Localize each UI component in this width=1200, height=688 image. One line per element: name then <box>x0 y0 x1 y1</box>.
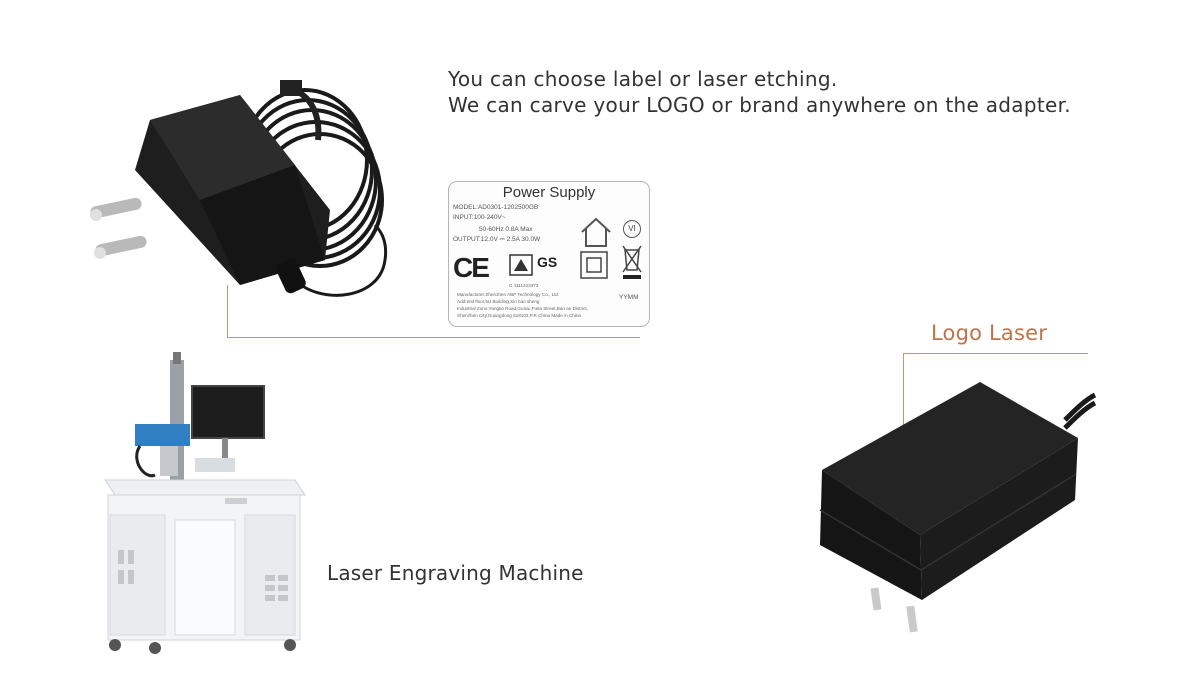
logo-connector-horizontal <box>903 353 1088 354</box>
gs-mark-icon: GS <box>537 254 558 270</box>
laser-machine-image <box>104 352 306 654</box>
safety-mark-icon <box>509 254 533 276</box>
weee-bin-icon <box>622 245 642 279</box>
headline-line-1: You can choose label or laser etching. <box>448 67 838 91</box>
logo-laser-caption: Logo Laser <box>931 321 1048 345</box>
label-model: MODEL:AD0301-1202500GB <box>453 204 539 211</box>
ce-mark-icon: CE <box>453 252 490 283</box>
wall-adapter-image <box>90 80 388 297</box>
efficiency-level-icon: VI <box>623 220 641 238</box>
label-input-frequency: 50-60Hz 0.8A Max <box>479 226 533 233</box>
double-insulation-icon <box>580 251 608 279</box>
label-manufacturer: Manufacturer:Shenzhen ABP Technology Co.… <box>457 292 558 297</box>
connector-line-vertical <box>227 285 228 337</box>
headline: You can choose label or laser etching. W… <box>448 66 1148 118</box>
label-date-code: YYMM <box>619 294 639 301</box>
headline-line-2: We can carve your LOGO or brand anywhere… <box>448 93 1071 117</box>
label-cert-number: G 1111223373 <box>509 283 539 288</box>
desktop-adapter-image <box>819 382 1097 633</box>
laser-machine-caption: Laser Engraving Machine <box>327 561 584 585</box>
label-input: INPUT:100-240V~ <box>453 214 506 221</box>
label-output: OUTPUT:12.0V ⎓ 2.5A 30.0W <box>453 236 541 243</box>
label-title: Power Supply <box>502 184 596 201</box>
connector-line-horizontal <box>227 337 640 338</box>
label-address-1: Add:2nd floor,5U Building,Xin hao sheng <box>457 299 540 304</box>
efficiency-level-text: VI <box>628 224 636 233</box>
indoor-use-icon <box>581 217 611 247</box>
product-label: Power Supply MODEL:AD0301-1202500GB INPU… <box>448 181 650 327</box>
label-address-2: Industrial Zone,Yangtie Road,Guixiu,Futi… <box>457 306 588 311</box>
label-address-3: Shenzhen City,Guangdong 518103,P.R.China… <box>457 313 581 318</box>
logo-connector-vertical <box>903 353 904 448</box>
